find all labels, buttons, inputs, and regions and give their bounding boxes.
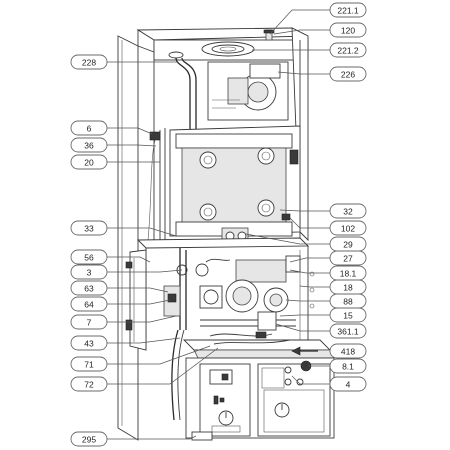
callout-label: 20	[84, 158, 94, 168]
callout-88: 88	[329, 293, 367, 309]
callout-7: 7	[70, 314, 108, 330]
callout-label: 7	[87, 318, 92, 328]
callout-6: 6	[70, 120, 108, 136]
boiler-drawing	[117, 27, 335, 441]
callout-36: 36	[70, 137, 108, 153]
callout-label: 15	[343, 311, 353, 321]
callout-label: 88	[343, 297, 353, 307]
callout-label: 18	[343, 283, 353, 293]
callout-label: 120	[341, 26, 355, 36]
callout-33: 33	[70, 220, 108, 236]
callout-32: 32	[329, 203, 367, 219]
heat-exchanger	[147, 125, 301, 241]
callout-labels: 221.1 120 221.2 226 32 102 29 27	[70, 2, 367, 447]
callout-361-1: 361.1	[329, 323, 367, 339]
callout-label: 418	[341, 347, 355, 357]
callout-43: 43	[70, 335, 108, 351]
callout-label: 43	[84, 339, 94, 349]
callout-label: 63	[84, 284, 94, 294]
callout-221-2: 221.2	[329, 42, 367, 58]
callout-label: 221.1	[337, 6, 359, 16]
callout-15: 15	[329, 307, 367, 323]
callout-18: 18	[329, 279, 367, 295]
callout-label: 36	[84, 141, 94, 151]
callout-label: 56	[84, 253, 94, 263]
air-pipe	[175, 57, 197, 130]
lower-casing	[125, 249, 147, 351]
flue-outlet	[168, 29, 275, 59]
callout-label: 295	[82, 435, 96, 445]
callout-228: 228	[70, 54, 108, 70]
callout-63: 63	[70, 280, 108, 296]
callout-label: 71	[84, 360, 94, 370]
callout-label: 27	[343, 254, 353, 264]
callout-226: 226	[329, 66, 367, 82]
callout-56: 56	[70, 249, 108, 265]
callout-71: 71	[70, 356, 108, 372]
callout-72: 72	[70, 376, 108, 392]
callout-label: 18.1	[340, 269, 357, 279]
callout-102: 102	[329, 220, 367, 236]
callout-label: 228	[82, 58, 96, 68]
callout-64: 64	[70, 296, 108, 312]
callout-label: 32	[343, 207, 353, 217]
callout-label: 33	[84, 224, 94, 234]
callout-4: 4	[329, 376, 367, 392]
callout-8-1: 8.1	[329, 358, 367, 374]
hydraulic-block	[163, 248, 301, 421]
callout-18-1: 18.1	[329, 265, 367, 281]
control-panel	[182, 331, 335, 441]
callout-label: 3	[87, 268, 92, 278]
callout-label: 102	[341, 224, 355, 234]
callout-418: 418	[329, 343, 367, 359]
callout-120: 120	[329, 22, 367, 38]
callout-label: 6	[87, 124, 92, 134]
callout-label: 221.2	[337, 46, 359, 56]
callout-label: 226	[341, 70, 355, 80]
callout-27: 27	[329, 250, 367, 266]
callout-label: 64	[84, 300, 94, 310]
callout-label: 8.1	[342, 362, 354, 372]
callout-label: 361.1	[337, 327, 359, 337]
callout-295: 295	[70, 431, 108, 447]
callout-3: 3	[70, 264, 108, 280]
callout-20: 20	[70, 154, 108, 170]
leader-lines	[107, 9, 330, 440]
callout-label: 72	[84, 380, 94, 390]
callout-29: 29	[329, 236, 367, 252]
fan-assembly	[207, 61, 289, 121]
callout-label: 29	[343, 240, 353, 250]
callout-221-1: 221.1	[329, 2, 367, 18]
callout-label: 4	[346, 380, 351, 390]
